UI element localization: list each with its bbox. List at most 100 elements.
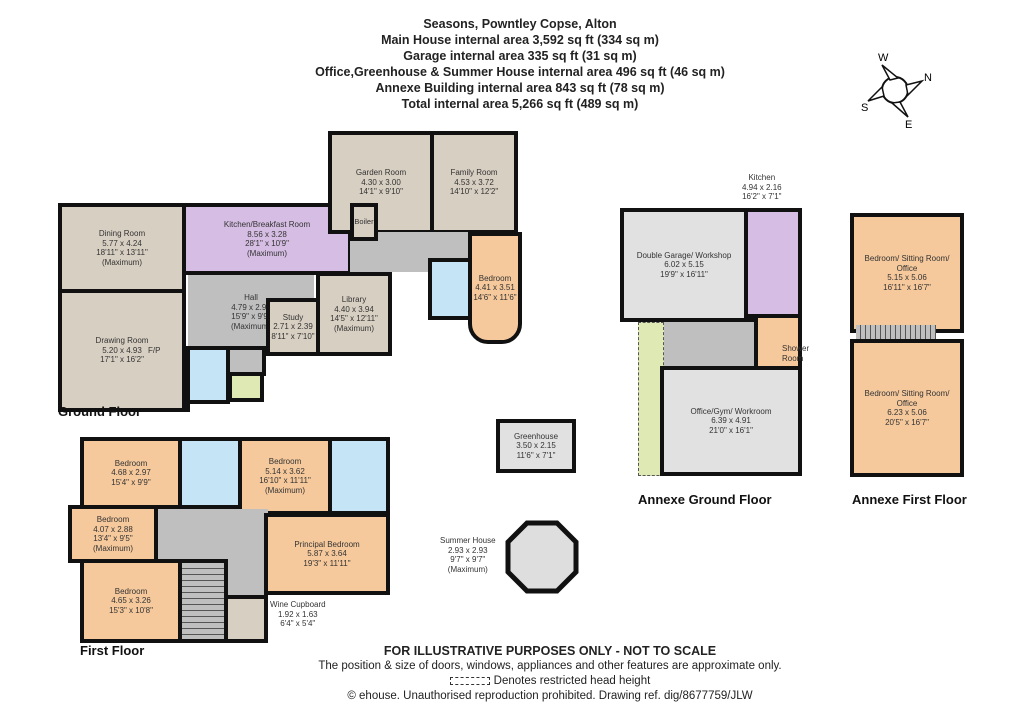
floor-label: Ground Floor — [58, 404, 142, 419]
room-imperial: 18'11" x 13'11" — [96, 248, 148, 257]
room-name: Garden Room — [355, 168, 407, 178]
room-bathroom — [178, 437, 242, 509]
room-boiler: Boiler — [350, 203, 378, 241]
room-imperial: 14'10" x 12'2" — [449, 187, 499, 197]
fireplace-label: F/P — [148, 346, 161, 355]
restricted-head-height-icon — [449, 676, 490, 685]
room-imperial: 20'5" x 16'7" — [885, 417, 929, 427]
staircase — [178, 559, 228, 643]
room-imperial: 14'5" x 12'11" — [330, 314, 378, 323]
copyright: © ehouse. Unauthorised reproduction proh… — [347, 690, 753, 702]
room-store — [228, 372, 264, 402]
summer-house-octagon — [505, 520, 579, 594]
room-metric: 4.68 x 2.97 — [111, 468, 151, 478]
room-metric: 6.23 x 5.06 — [887, 408, 927, 417]
room-name: Drawing Room — [95, 336, 149, 346]
room-name: Bedroom — [114, 586, 148, 596]
room-imperial: 15'4" x 9'9" — [111, 477, 151, 487]
area-line: Garage internal area 335 sq ft (31 sq m) — [403, 49, 637, 63]
room-metric: 4.30 x 3.00 — [361, 177, 401, 187]
room-imperial: 6'4" x 5'4" — [280, 619, 316, 628]
room-wc — [186, 346, 230, 404]
room-imperial: 28'1" x 10'9" — [245, 239, 289, 248]
room-note: (Maximum) — [334, 323, 374, 333]
room-metric: 4.07 x 2.88 — [93, 524, 133, 534]
room-annexe-kitchen — [744, 208, 802, 318]
room-note: (Maximum) — [447, 564, 488, 574]
room-name: Bedroom/ Sitting Room/ Office — [864, 254, 950, 273]
room-name: Kitchen/Breakfast Room — [223, 220, 311, 229]
area-line: Office,Greenhouse & Summer House interna… — [315, 65, 725, 79]
room-name: Bedroom — [96, 515, 130, 524]
compass-n: N — [924, 72, 932, 84]
property-title: Seasons, Powntley Copse, Alton — [423, 17, 617, 31]
area-line: Total internal area 5,266 sq ft (489 sq … — [401, 97, 639, 111]
room-name: Library — [341, 295, 367, 304]
room-imperial: 16'10" x 11'11" — [259, 476, 311, 485]
room-name: Principal Bedroom — [294, 539, 360, 549]
floor-label: Annexe First Floor — [852, 492, 967, 507]
room-imperial: 16'2" x 7'1" — [742, 192, 782, 201]
room-name: Bedroom — [114, 458, 148, 468]
room-metric: 4.65 x 3.26 — [111, 596, 151, 606]
room-imperial: 14'1" x 9'10" — [359, 187, 403, 197]
room-imperial: 19'3" x 11'11" — [303, 558, 351, 568]
room-metric: 6.39 x 4.91 — [711, 416, 751, 426]
room-name: Bedroom — [268, 457, 302, 466]
room-metric: 1.92 x 1.63 — [278, 609, 318, 619]
room-metric: 3.50 x 2.15 — [516, 441, 556, 451]
legend-text: Denotes restricted head height — [493, 675, 651, 687]
room-metric: 4.40 x 3.94 — [334, 304, 374, 314]
room-name: Bedroom — [478, 273, 512, 283]
room-imperial: 14'6" x 11'6" — [473, 292, 517, 302]
room-wine-cupboard — [224, 595, 268, 643]
room-metric: 2.71 x 2.39 — [273, 322, 313, 332]
room-imperial: 21'0" x 16'1" — [709, 425, 753, 435]
room-name: Dining Room — [98, 229, 146, 238]
room-name: Office/Gym/ Workroom — [690, 406, 772, 416]
room-imperial: 15'9" x 9'9" — [231, 312, 271, 321]
room-metric: 4.79 x 2.98 — [231, 302, 271, 312]
legend: Denotes restricted head height — [250, 675, 850, 687]
room-imperial: 8'11" x 7'10" — [271, 331, 315, 341]
room-name: Boiler — [354, 217, 374, 227]
floor-label: Annexe Ground Floor — [638, 492, 772, 507]
room-name: Greenhouse — [513, 431, 559, 441]
shower-room-label: Shower Room — [782, 344, 810, 363]
room-imperial: 16'11" x 16'7" — [883, 282, 931, 292]
room-ensuite — [328, 437, 390, 515]
room-metric: 5.20 x 4.93 — [102, 345, 142, 355]
room-name: Family Room — [450, 168, 498, 178]
room-metric: 5.14 x 3.62 — [265, 466, 305, 476]
disclaimer: FOR ILLUSTRATIVE PURPOSES ONLY - NOT TO … — [383, 644, 717, 658]
room-name: Wine Cupboard — [270, 600, 326, 609]
compass-s: S — [861, 102, 868, 114]
compass-icon: W N S E — [861, 52, 932, 131]
room-name: Kitchen — [748, 173, 776, 182]
room-metric: 4.53 x 3.72 — [454, 177, 494, 187]
room-metric: 5.87 x 3.64 — [307, 549, 347, 559]
room-note: (Maximum) — [247, 248, 287, 258]
room-name: Bedroom/ Sitting Room/ Office — [864, 389, 950, 408]
area-line: Main House internal area 3,592 sq ft (33… — [381, 33, 659, 47]
room-note: (Maximum) — [102, 257, 142, 267]
room-imperial: 11'6" x 7'1" — [516, 450, 556, 460]
room-metric: 5.77 x 4.24 — [102, 238, 142, 248]
room-metric: 4.94 x 2.16 — [742, 182, 782, 192]
room-note: (Maximum) — [265, 485, 305, 495]
